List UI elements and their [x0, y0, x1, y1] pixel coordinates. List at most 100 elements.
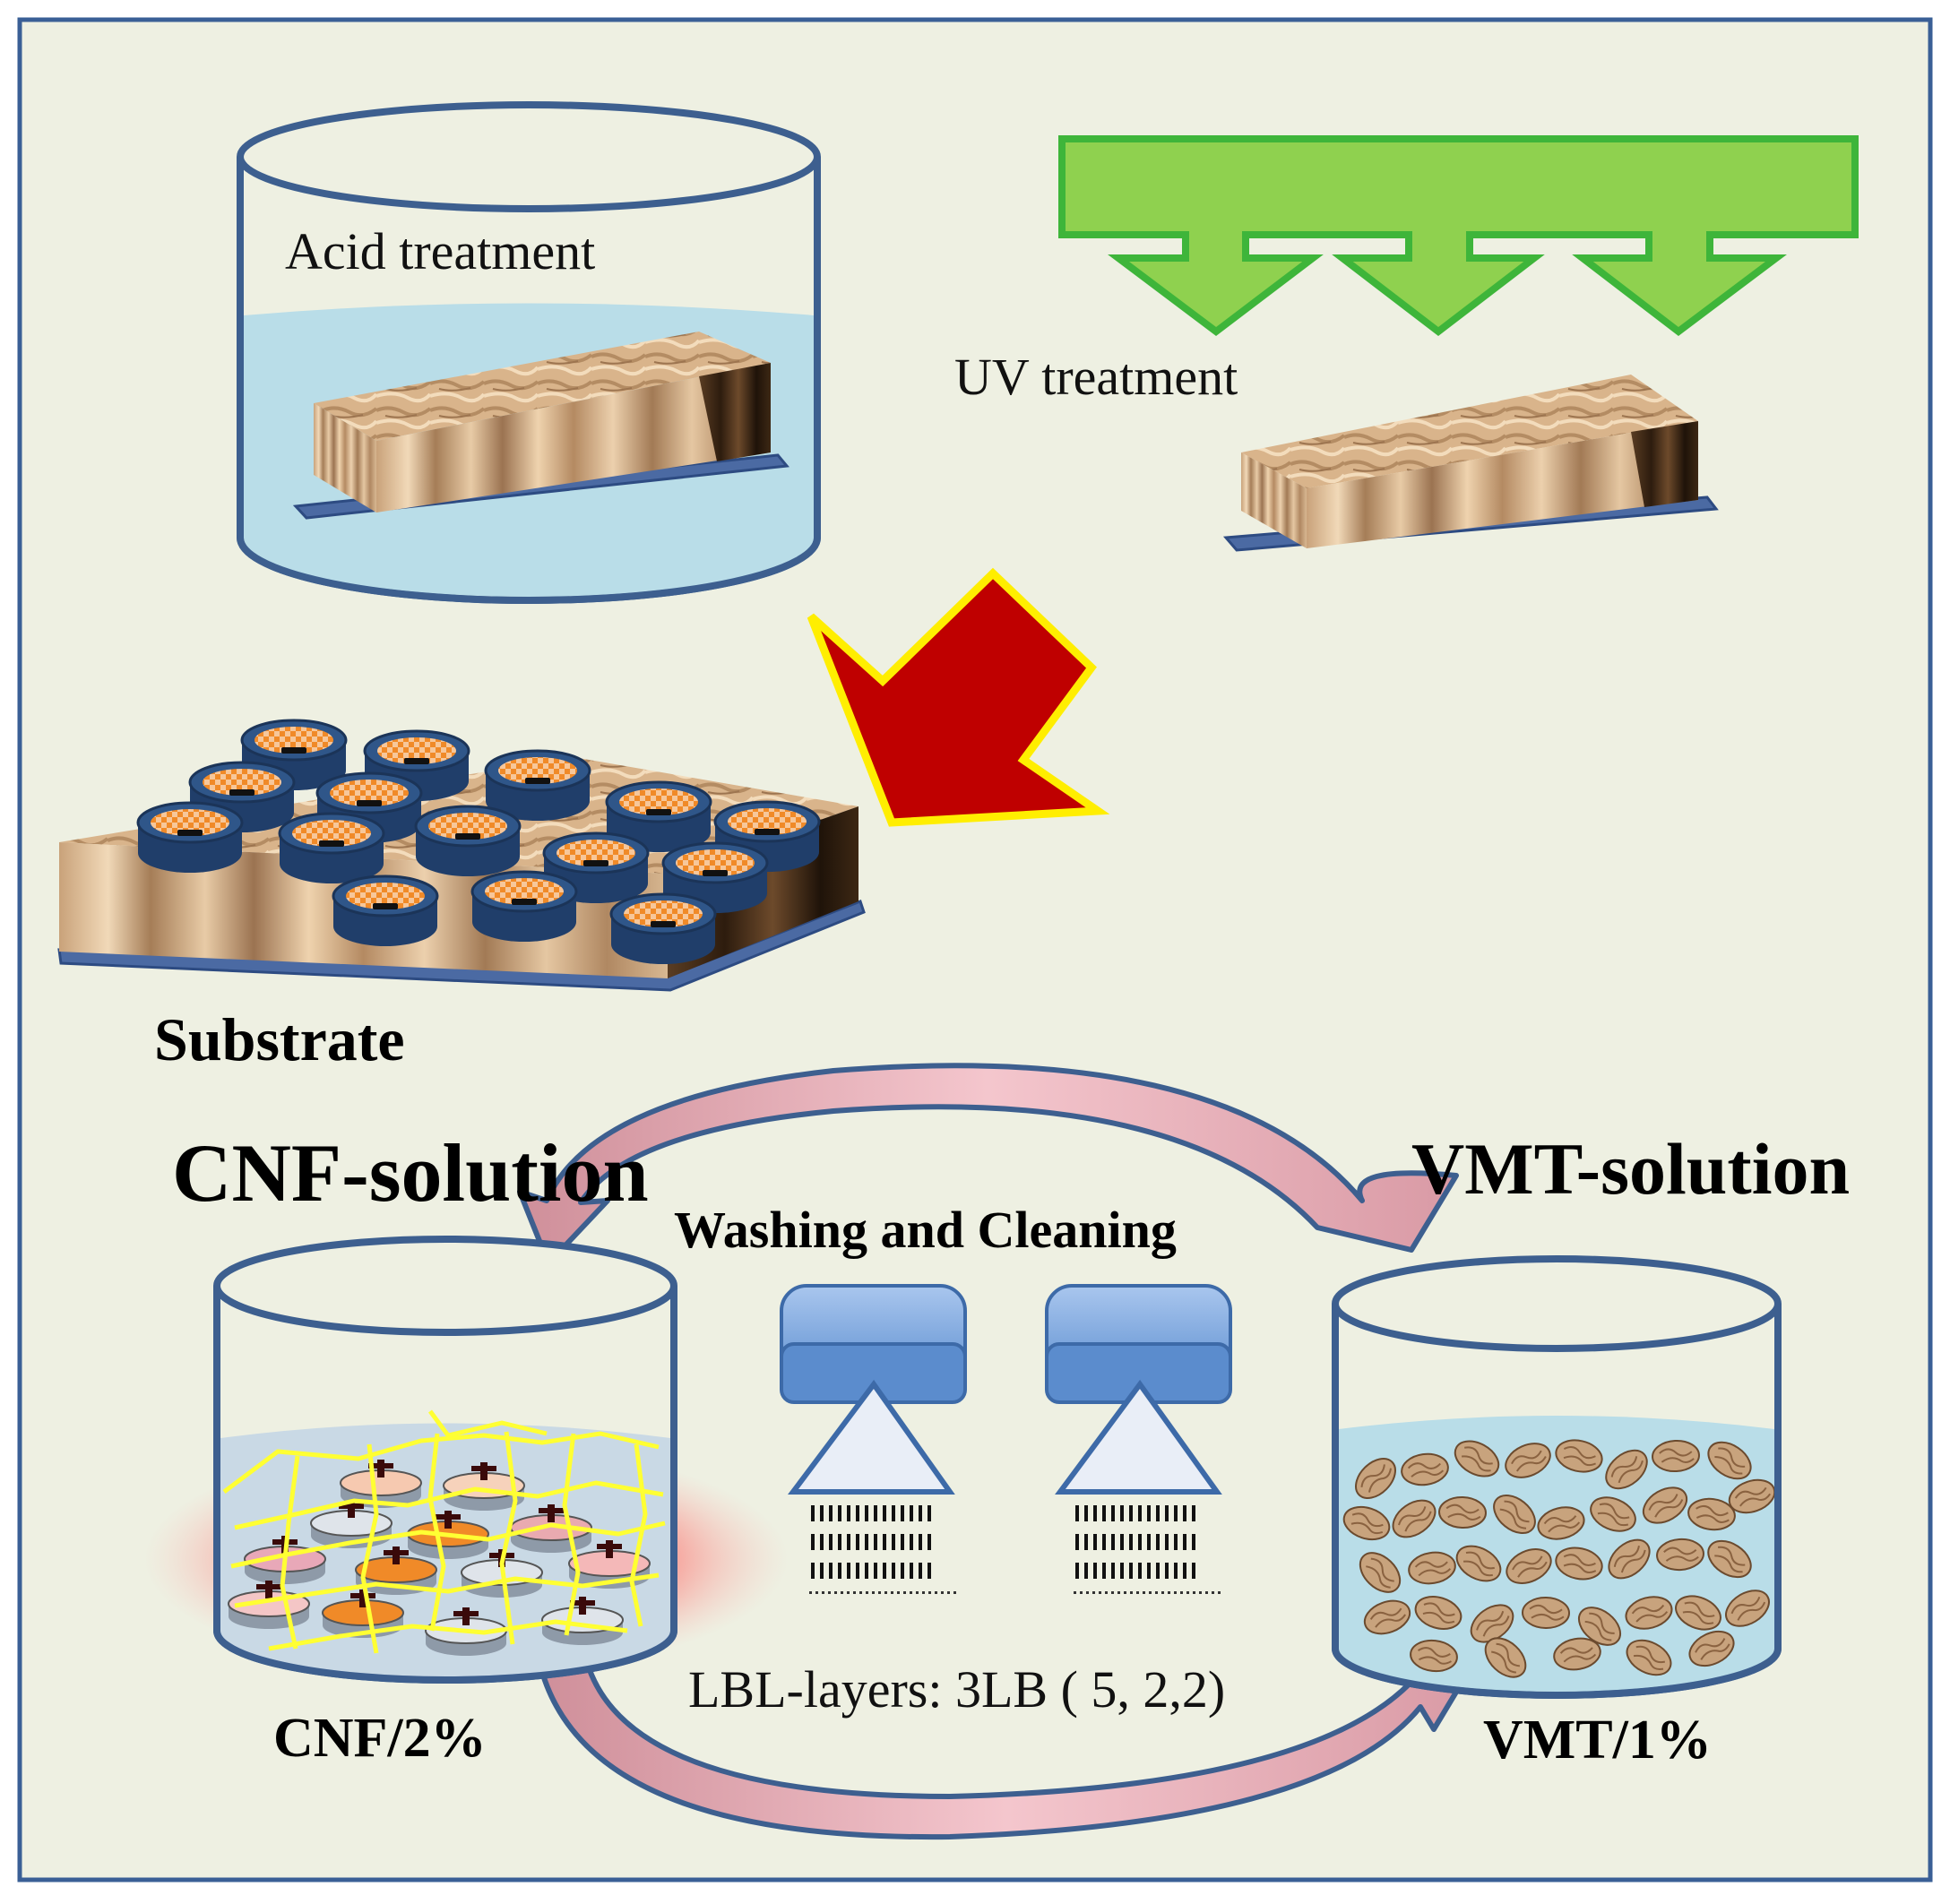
tablet [332, 874, 439, 946]
spray-drop [1165, 1505, 1169, 1521]
vmt-flake [1652, 1439, 1700, 1473]
spray-drop [865, 1534, 868, 1550]
cycle-arrow-top [517, 1063, 1459, 1266]
vmt-flake [1522, 1596, 1570, 1630]
vmt-flake [1438, 1495, 1487, 1529]
spray-mist [1161, 1591, 1164, 1594]
spray-drop [1084, 1505, 1088, 1521]
spray-drop [856, 1505, 859, 1521]
spray-mist [1136, 1591, 1139, 1594]
spray-left [809, 1505, 956, 1594]
cnf-fiber [230, 1521, 666, 1569]
spray-drop [1093, 1563, 1097, 1579]
spray-mist [1199, 1591, 1202, 1594]
spray-drop [829, 1505, 833, 1521]
tablet [278, 812, 385, 883]
spray-mist [891, 1591, 893, 1594]
acid-treatment-label: Acid treatment [285, 222, 595, 280]
spray-drop [811, 1505, 815, 1521]
cnf-fibers [222, 1409, 666, 1654]
spray-right [1074, 1505, 1221, 1594]
vmt-flake [1506, 1548, 1552, 1584]
coated-disc [568, 1540, 651, 1589]
spray-mist [878, 1591, 881, 1594]
spray-mist [1080, 1591, 1083, 1594]
spray-mist [1180, 1591, 1183, 1594]
spray-mist [947, 1591, 950, 1594]
vmt-flake [1401, 1452, 1449, 1486]
vmt-flake [1642, 1486, 1688, 1524]
uv-lamp [1058, 135, 1859, 337]
spray-mist [1212, 1591, 1214, 1594]
spray-drop [874, 1505, 877, 1521]
vmt-flake [1707, 1441, 1752, 1480]
spray-drop [883, 1563, 886, 1579]
tablet [484, 749, 591, 821]
spray-mist [884, 1591, 887, 1594]
cnf-fiber [562, 1433, 581, 1636]
spray-drop [856, 1534, 859, 1550]
spray-drop [901, 1505, 904, 1521]
spray-mist [910, 1591, 912, 1594]
spray-drop [1111, 1505, 1115, 1521]
spray-drop [1120, 1505, 1124, 1521]
spray-drop [856, 1563, 859, 1579]
vmt-flake [1577, 1607, 1622, 1646]
spray-drop [1111, 1534, 1115, 1550]
spray-mist [866, 1591, 868, 1594]
spray-drop [883, 1505, 886, 1521]
spray-drop [928, 1534, 931, 1550]
spray-mist [1186, 1591, 1189, 1594]
lbl-layers-label: LBL-layers: 3LB ( 5, 2,2) [688, 1660, 1225, 1719]
vmt-solution-label: VMT-solution [1411, 1128, 1850, 1210]
vmt-flake [1355, 1458, 1396, 1499]
spray-mist [1218, 1591, 1221, 1594]
spray-drop [1129, 1534, 1133, 1550]
vmt-flake [1414, 1596, 1462, 1630]
spray-drop [838, 1563, 841, 1579]
spray-drop [1183, 1563, 1186, 1579]
spray-drop [1165, 1563, 1169, 1579]
spray-mist [822, 1591, 824, 1594]
spray-drop [1147, 1534, 1151, 1550]
spray-mist [859, 1591, 862, 1594]
spray-mist [1099, 1591, 1101, 1594]
spray-drop [829, 1563, 833, 1579]
spray-drop [1192, 1563, 1195, 1579]
vmt-flake [1493, 1494, 1536, 1535]
substrate-label: Substrate [154, 1005, 405, 1073]
spray-drop [910, 1563, 913, 1579]
spray-mist [815, 1591, 818, 1594]
spray-drop [820, 1534, 824, 1550]
vmt-flakes [1342, 1439, 1776, 1678]
spray-mist [903, 1591, 906, 1594]
spray-mist [834, 1591, 837, 1594]
spray-drop [820, 1563, 824, 1579]
spray-mist [872, 1591, 875, 1594]
tablet [609, 892, 717, 964]
vmt-flake [1392, 1499, 1437, 1538]
spray-drop [892, 1534, 895, 1550]
tablet [605, 780, 712, 852]
vmt-flake [1537, 1506, 1585, 1540]
vmt-flake [1608, 1538, 1651, 1580]
spray-mist [1149, 1591, 1152, 1594]
spray-drop [847, 1563, 850, 1579]
spray-drop [1174, 1563, 1178, 1579]
cnf-fiber [427, 1409, 548, 1438]
spray-drop [901, 1534, 904, 1550]
spray-drop [883, 1534, 886, 1550]
vmt-concentration-label: VMT/1% [1483, 1710, 1712, 1770]
spray-drop [1156, 1534, 1160, 1550]
vmt-flake [1555, 1439, 1603, 1473]
spray-mist [1111, 1591, 1114, 1594]
spray-mist [1105, 1591, 1108, 1594]
spray-drop [1183, 1505, 1186, 1521]
vmt-flake [1728, 1478, 1776, 1514]
spray-drop [901, 1563, 904, 1579]
uv-wood-block [1222, 375, 1719, 552]
spray-mist [1205, 1591, 1208, 1594]
red-process-arrow [807, 567, 1110, 827]
vmt-flake [1707, 1539, 1752, 1579]
